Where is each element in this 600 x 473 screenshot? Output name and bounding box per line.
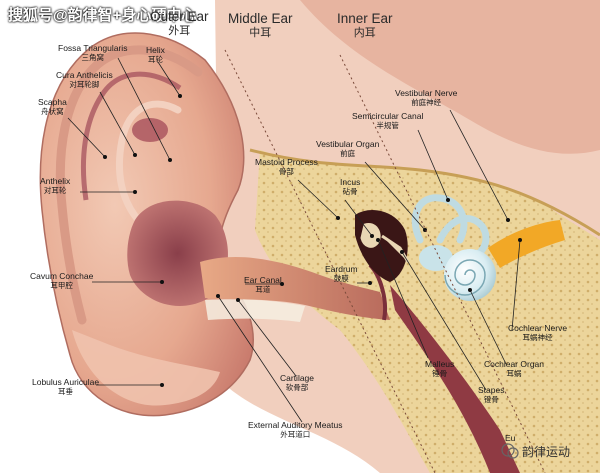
leader-meatus <box>217 295 303 423</box>
leader-cura <box>99 91 136 156</box>
leader-vestnerve <box>449 109 509 221</box>
leader-incus <box>344 199 373 237</box>
leader-mastoid <box>297 179 339 219</box>
leader-cochnerve <box>511 239 521 331</box>
leader-vestorgan <box>364 161 426 231</box>
cochlea <box>444 249 496 301</box>
cartilage-band <box>205 299 305 322</box>
leader-cochorgan <box>469 289 507 365</box>
label-eustachian: Eu <box>505 433 516 443</box>
leader-scapha <box>67 117 106 158</box>
auditory-nerve <box>488 220 565 268</box>
cochlea-spiral <box>444 259 486 296</box>
leader-cartilage <box>237 299 297 377</box>
leader-semicircular <box>417 129 449 201</box>
leader-malleus <box>377 239 429 359</box>
ear-canal <box>200 257 390 320</box>
wechat-icon <box>501 443 519 459</box>
anthelix-ridge <box>115 100 182 226</box>
divider-outer-middle <box>224 49 436 473</box>
temporal-bone <box>255 150 600 473</box>
bone-edge <box>249 148 600 237</box>
fossa-triangularis-shape <box>132 118 168 142</box>
brand-logo: 韵律运动 <box>500 440 592 462</box>
muscle-layer <box>300 0 600 154</box>
vestibule-shape <box>419 245 453 271</box>
leader-helix <box>157 61 181 97</box>
watermark-text: 搜狐号@韵律智+身心硬中心 <box>8 7 197 24</box>
lobule <box>72 330 220 406</box>
helix-rim <box>55 45 203 325</box>
scapha-groove <box>80 71 182 201</box>
eustachian-tube <box>390 285 520 473</box>
brand-name: 韵律运动 <box>522 445 571 459</box>
leader-fossa <box>117 57 171 161</box>
leader-stapes <box>401 251 487 391</box>
